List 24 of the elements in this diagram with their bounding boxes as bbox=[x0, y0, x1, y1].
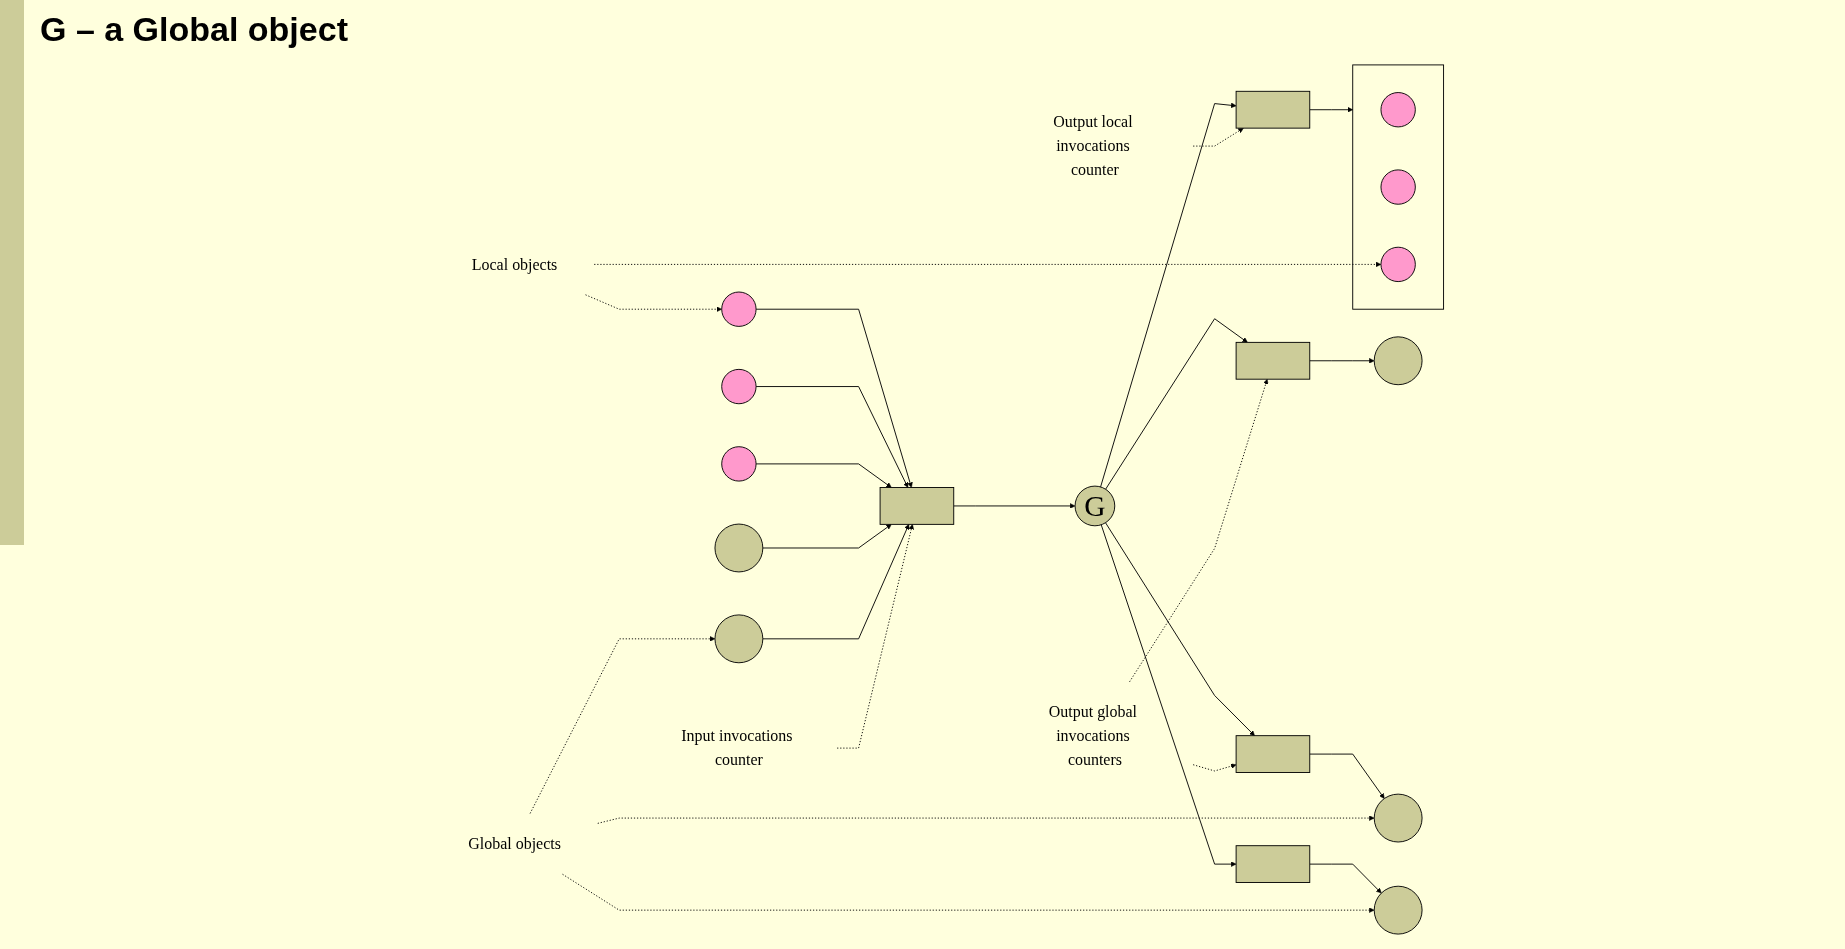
node-circle bbox=[721, 368, 757, 405]
node-text: Input invocations counter bbox=[681, 727, 793, 769]
node-box bbox=[1235, 341, 1311, 380]
node-circle bbox=[1373, 885, 1423, 935]
node-text: Output local invocations counter bbox=[1053, 113, 1133, 179]
node-circle bbox=[1380, 246, 1416, 283]
node-circle bbox=[714, 523, 764, 573]
node-text: Output global invocations counters bbox=[1048, 703, 1138, 769]
node-text: Global objects bbox=[468, 834, 561, 853]
node-circle bbox=[1380, 169, 1416, 205]
node-circle bbox=[721, 291, 757, 327]
node-circle: G bbox=[1074, 485, 1116, 527]
node-box bbox=[879, 487, 955, 525]
node-circle bbox=[721, 446, 757, 482]
node-circle bbox=[1380, 92, 1416, 128]
node-circle bbox=[1373, 793, 1423, 843]
node-text: Local objects bbox=[471, 255, 558, 274]
node-circle bbox=[714, 614, 764, 664]
node-circle bbox=[1373, 336, 1423, 386]
node-box bbox=[1235, 735, 1311, 773]
cluster bbox=[1352, 64, 1445, 310]
diagram-title: G – a Global object bbox=[40, 10, 348, 49]
node-box bbox=[1235, 845, 1311, 883]
node-box bbox=[1235, 90, 1311, 129]
